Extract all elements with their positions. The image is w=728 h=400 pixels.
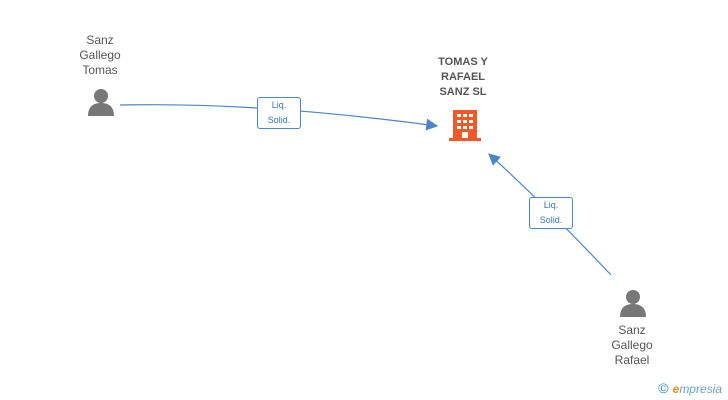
company-name-line: TOMAS Y <box>438 56 488 68</box>
edge-label-line: Liq. <box>543 200 559 210</box>
edge-label-line: Solid. <box>539 215 563 225</box>
person1-name-line: Sanz <box>86 33 114 47</box>
person1-name-line: Gallego <box>79 48 121 62</box>
person2-name-line: Sanz <box>618 323 646 337</box>
person2-name-line: Gallego <box>611 338 653 352</box>
person1-name[interactable]: Sanz Gallego Tomas <box>62 33 138 78</box>
person2-name-line: Rafael <box>614 353 650 367</box>
copyright-icon: © <box>658 380 669 396</box>
person1-name-line: Tomas <box>82 63 118 77</box>
brand-name: mpresia <box>679 382 722 396</box>
company-name-line: SANZ SL <box>439 86 487 98</box>
brand-footer[interactable]: ©empresia <box>658 380 722 396</box>
person2-name[interactable]: Sanz Gallego Rafael <box>594 323 670 368</box>
person-icon[interactable] <box>86 88 116 116</box>
company-name-line: RAFAEL <box>441 71 485 83</box>
brand-initial: e <box>672 382 680 396</box>
edge-label-line: Liq. <box>271 100 287 110</box>
building-icon[interactable] <box>448 108 482 142</box>
edge-label-line: Solid. <box>267 115 291 125</box>
edge-label-badge[interactable]: Liq. Solid. <box>257 97 301 129</box>
edge-label-badge[interactable]: Liq. Solid. <box>529 197 573 229</box>
company-name[interactable]: TOMAS Y RAFAEL SANZ SL <box>420 55 506 100</box>
person-icon[interactable] <box>618 289 648 317</box>
